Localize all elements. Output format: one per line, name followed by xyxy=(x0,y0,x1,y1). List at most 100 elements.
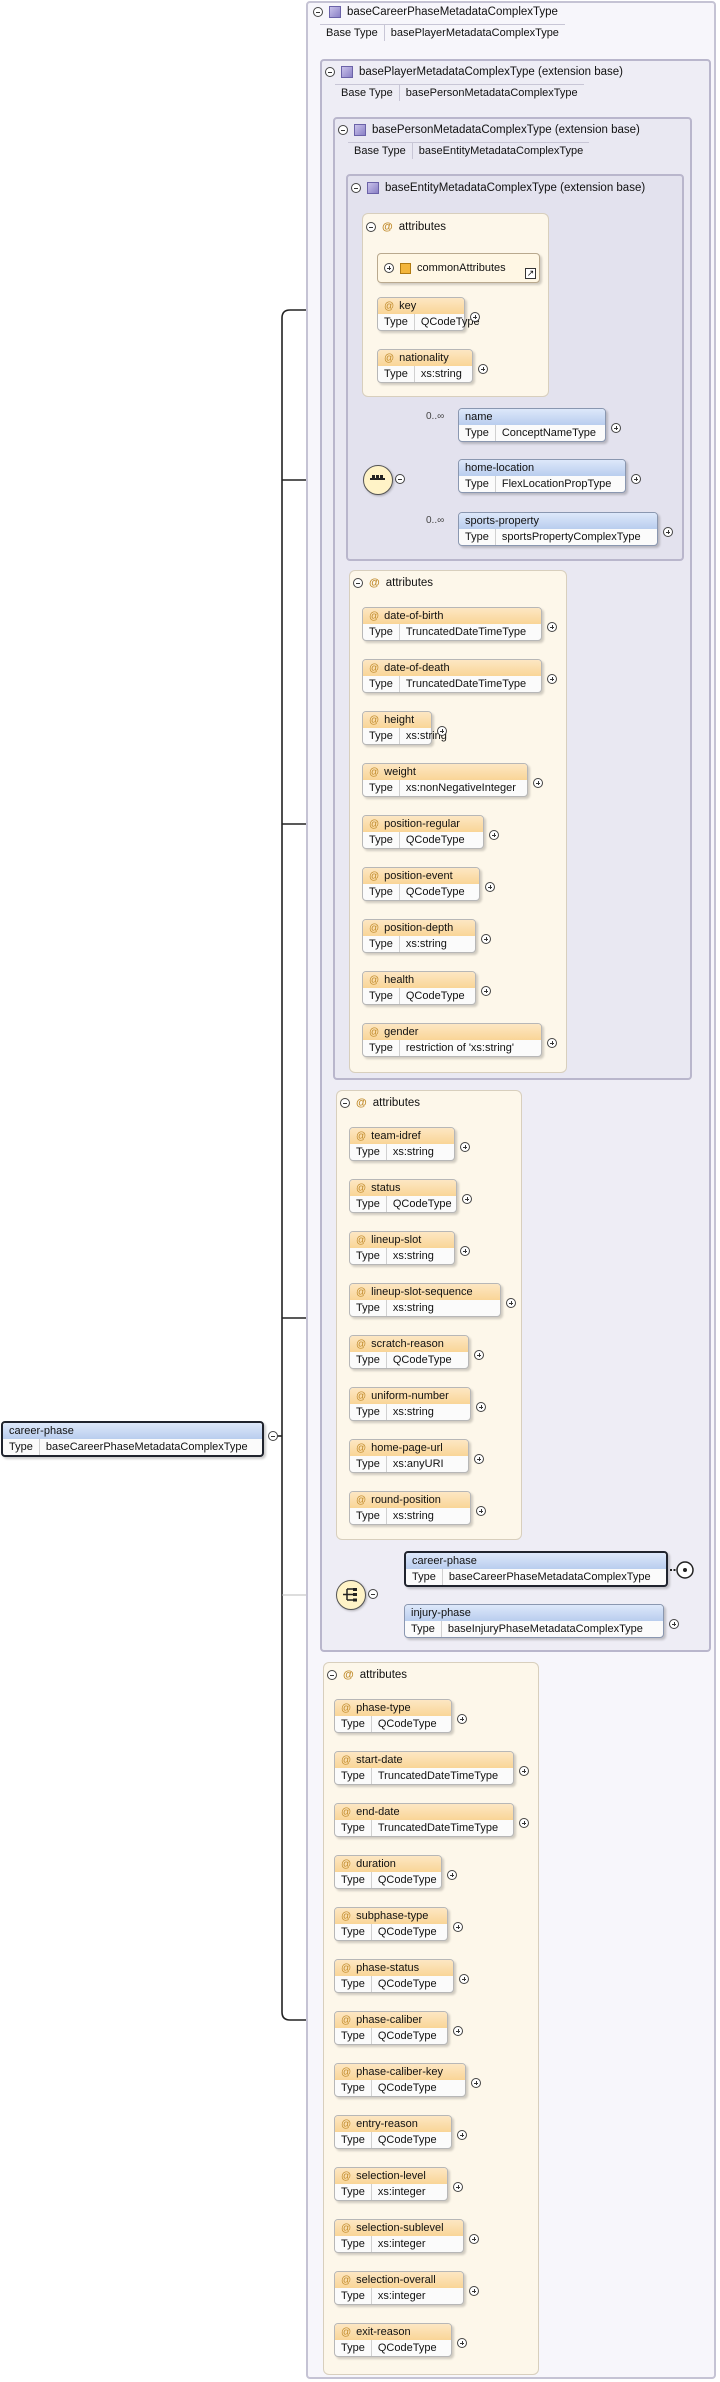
expand-toggle[interactable] xyxy=(457,1714,467,1724)
expand-toggle[interactable] xyxy=(471,2078,481,2088)
expand-toggle[interactable] xyxy=(460,1246,470,1256)
expand-toggle[interactable] xyxy=(469,2286,479,2296)
expand-toggle[interactable] xyxy=(462,1194,472,1204)
expand-toggle[interactable] xyxy=(519,1818,529,1828)
expand-toggle[interactable] xyxy=(457,2338,467,2348)
expand-toggle[interactable] xyxy=(547,674,557,684)
expand-toggle[interactable] xyxy=(453,1922,463,1932)
expand-toggle[interactable] xyxy=(547,1038,557,1048)
type-label: Type xyxy=(350,1248,387,1264)
expand-toggle[interactable] xyxy=(437,726,447,736)
expand-toggle[interactable] xyxy=(481,934,491,944)
expand-toggle[interactable] xyxy=(611,423,621,433)
collapse-toggle[interactable] xyxy=(313,7,323,17)
expand-toggle[interactable] xyxy=(470,312,480,322)
expand-toggle[interactable] xyxy=(519,1766,529,1776)
expand-toggle[interactable] xyxy=(669,1619,679,1629)
collapse-toggle[interactable] xyxy=(353,578,363,588)
collapse-toggle[interactable] xyxy=(366,222,376,232)
expand-toggle[interactable] xyxy=(453,2026,463,2036)
collapse-toggle[interactable] xyxy=(268,1431,278,1441)
expand-toggle[interactable] xyxy=(489,830,499,840)
collapse-toggle[interactable] xyxy=(325,67,335,77)
expand-toggle[interactable] xyxy=(631,474,641,484)
recursion-icon[interactable] xyxy=(668,1555,698,1585)
collapse-toggle[interactable] xyxy=(351,183,361,193)
expand-toggle[interactable] xyxy=(474,1454,484,1464)
expand-toggle[interactable] xyxy=(453,2182,463,2192)
sequence-compositor-icon[interactable] xyxy=(363,465,393,495)
collapse-toggle[interactable] xyxy=(327,1670,337,1680)
attribute-icon: @ xyxy=(369,577,380,589)
expand-toggle[interactable] xyxy=(476,1402,486,1412)
expand-toggle[interactable] xyxy=(474,1350,484,1360)
expand-toggle[interactable] xyxy=(457,2130,467,2140)
element-name: sports-property xyxy=(459,513,657,529)
expand-toggle[interactable] xyxy=(459,1974,469,1984)
attribute-name: gender xyxy=(363,1024,541,1040)
collapse-toggle[interactable] xyxy=(340,1098,350,1108)
collapse-toggle[interactable] xyxy=(338,125,348,135)
expand-toggle[interactable] xyxy=(533,778,543,788)
element-name: name xyxy=(459,409,605,425)
expand-toggle[interactable] xyxy=(476,1506,486,1516)
expand-toggle[interactable] xyxy=(485,882,495,892)
type-label: Type xyxy=(350,1508,387,1524)
collapse-toggle[interactable] xyxy=(395,474,405,484)
attributes-heading: @ attributes xyxy=(340,1097,420,1109)
link-arrow-icon[interactable]: ↗ xyxy=(525,268,536,279)
collapse-toggle[interactable] xyxy=(368,1589,378,1599)
expand-toggle[interactable] xyxy=(469,2234,479,2244)
expand-toggle[interactable] xyxy=(447,1870,457,1880)
common-attributes-group[interactable]: commonAttributes ↗ xyxy=(377,253,540,283)
choice-compositor-icon[interactable] xyxy=(336,1580,366,1610)
expand-toggle[interactable] xyxy=(481,986,491,996)
expand-toggle[interactable] xyxy=(506,1298,516,1308)
type-label: Type xyxy=(378,314,415,330)
expand-toggle[interactable] xyxy=(460,1142,470,1152)
expand-toggle[interactable] xyxy=(547,622,557,632)
type-value: xs:nonNegativeInteger xyxy=(405,782,516,794)
expand-toggle[interactable] xyxy=(478,364,488,374)
expand-toggle[interactable] xyxy=(663,527,673,537)
expand-toggle[interactable] xyxy=(384,263,394,273)
